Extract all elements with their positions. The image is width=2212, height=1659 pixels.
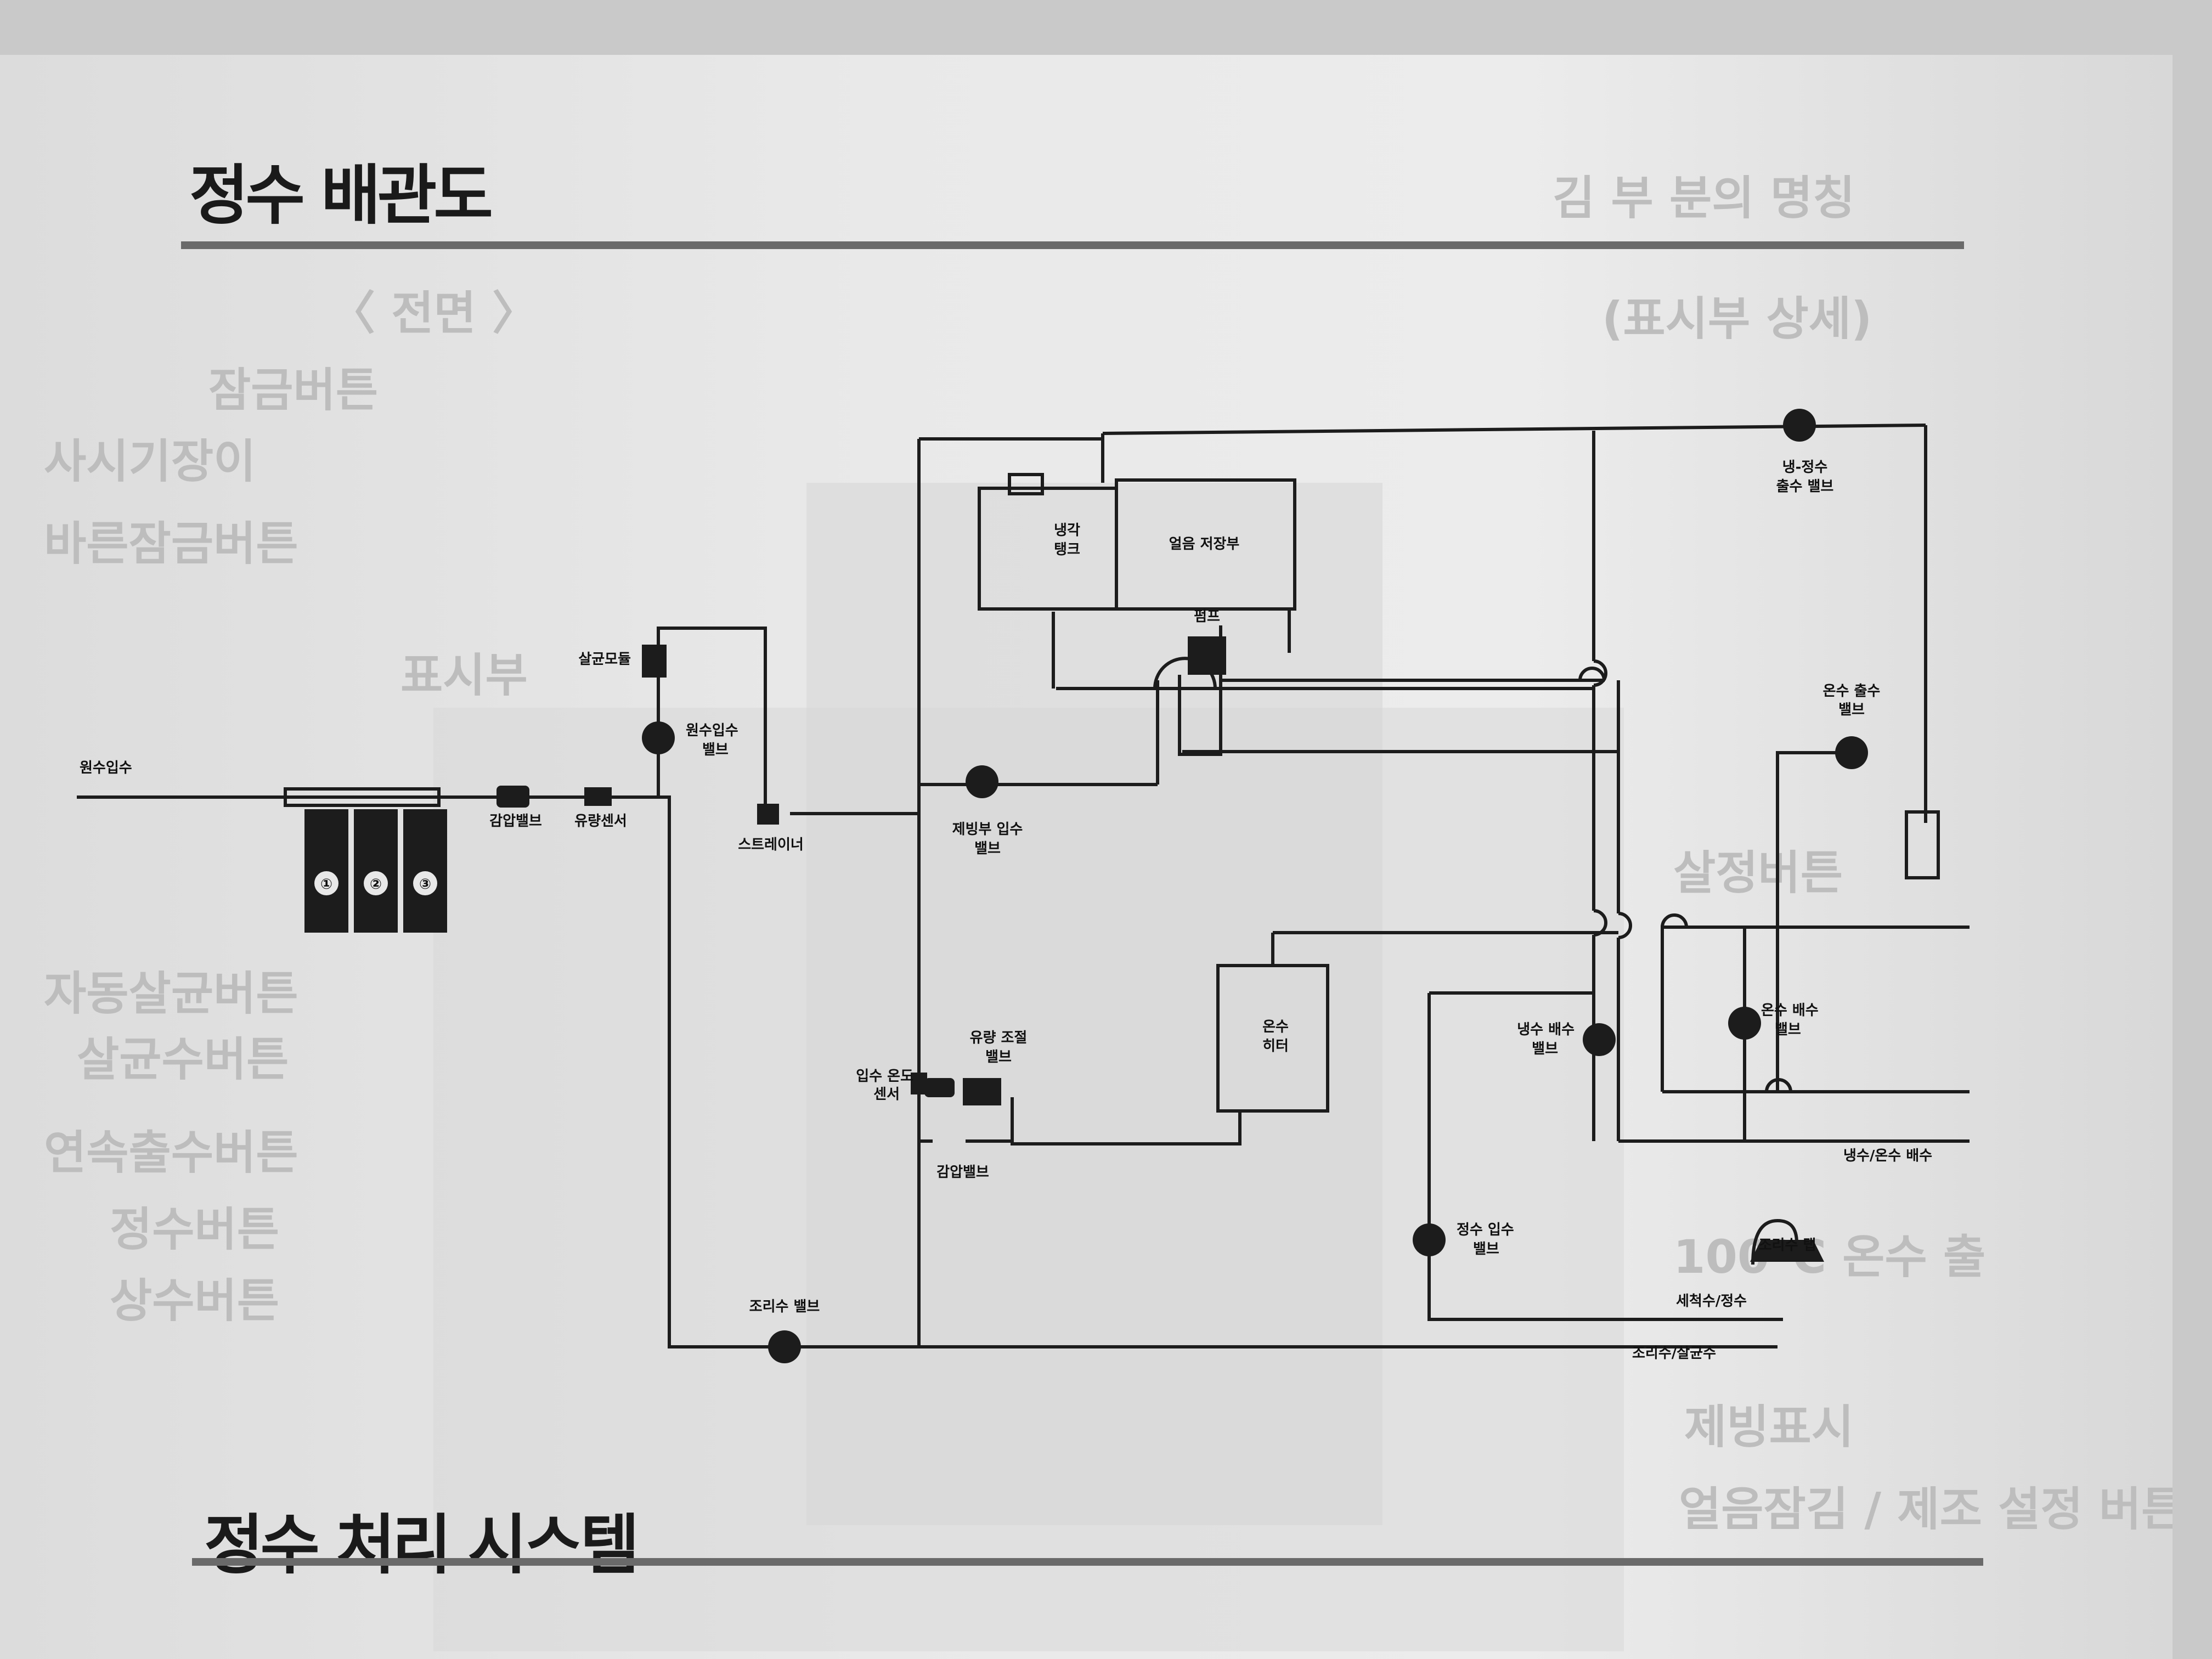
cooling-tank-label-2: 탱크 [1054,541,1080,558]
flow-sensor-label: 유량센서 [574,813,627,830]
sterilization-module-label: 살균모듈 [578,651,631,668]
cold-drain-valve-label: 냉수 배수 [1517,1022,1575,1038]
filter-1-number: ① [320,876,332,893]
page-title-treatment: 정수 처리 시스템 [204,1507,640,1583]
pressure-valve-label: 감압밸브 [489,813,542,830]
raw-inlet-valve-label-2: 밸브 [702,742,729,758]
cold-purified-outlet-valve-label-2: 출수 밸브 [1776,478,1834,495]
pipes [77,424,1970,1348]
inlet-temp-sensor-label-2: 센서 [873,1086,900,1103]
hot-water-heater-label-2: 히터 [1262,1038,1289,1054]
flow-control-valve-label-2: 밸브 [985,1049,1012,1065]
valve-icons [496,409,1868,1363]
title-underline [192,1558,1983,1566]
page-title-piping: 정수 배관도 [189,157,493,233]
purified-inlet-valve-label-2: 밸브 [1473,1241,1499,1257]
wash-purified-label: 세척수/정수 [1676,1293,1747,1310]
flow-control-valve-label: 유량 조절 [970,1030,1028,1046]
purified-water-nozzle-label: 조리수 탭 [1759,1237,1816,1254]
raw-water-in-label: 원수입수 [80,760,132,776]
hot-drain-valve-label-2: 밸브 [1775,1022,1801,1038]
pressure-valve-2-label: 감압밸브 [936,1164,989,1181]
filter-cartridges [284,787,447,933]
strainer-label: 스트레이너 [738,837,804,853]
hot-drain-valve-label: 온수 배수 [1761,1002,1819,1019]
tap-icon [1750,1218,1824,1265]
hot-outlet-valve-label: 온수 출수 [1823,683,1881,699]
ice-maker-inlet-valve-label-2: 밸브 [974,840,1001,857]
tanks [978,473,1329,1113]
filter-3-number: ③ [419,876,431,893]
cold-purified-outlet-valve-label: 냉-정수 [1782,459,1828,476]
cooling-tank-label: 냉각 [1054,522,1080,539]
ice-maker-inlet-valve-label: 제빙부 입수 [952,821,1023,838]
ice-storage-label: 얼음 저장부 [1169,536,1240,552]
filter-2-number: ② [370,876,382,893]
cold-drain-valve-label-2: 밸브 [1532,1041,1558,1057]
inlet-temp-sensor-label: 입수 온도 [856,1068,913,1085]
cold-hot-drain-label: 냉수/온수 배수 [1843,1148,1932,1164]
raw-inlet-valve-label: 원수입수 [686,723,738,739]
hot-water-heater-label: 온수 [1262,1019,1289,1035]
hot-outlet-valve-label-2: 밸브 [1838,702,1865,718]
cooking-sterilized-label: 조리수/살균수 [1632,1345,1716,1362]
purified-inlet-valve-label: 정수 입수 [1457,1222,1514,1238]
pump-label: 펌프 [1194,608,1220,625]
title-underline [181,241,1964,249]
cooking-valve-label: 조리수 밸브 [749,1299,820,1315]
